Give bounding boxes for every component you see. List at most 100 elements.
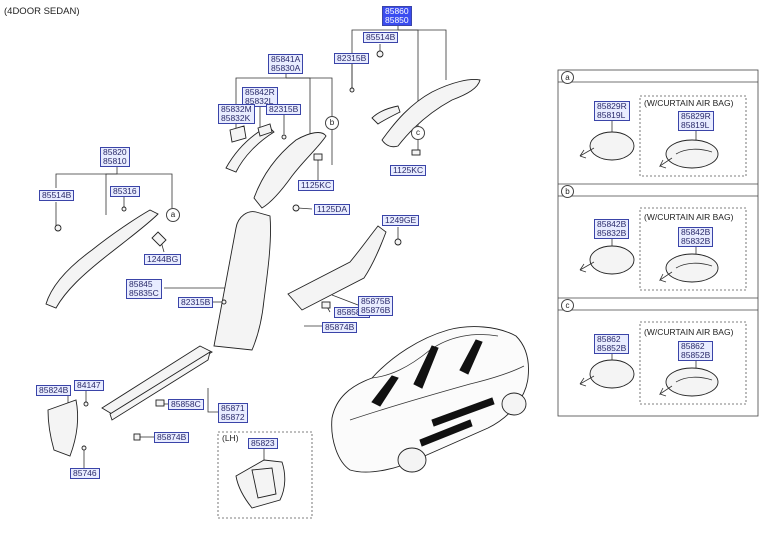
lh-label: (LH) <box>222 433 239 443</box>
callout-85514b-top[interactable]: 85514B <box>363 32 399 43</box>
diagram-title: (4DOOR SEDAN) <box>4 6 80 17</box>
part-lh-trim <box>235 459 286 509</box>
panel-a-caption: (W/CURTAIN AIR BAG) <box>644 98 734 108</box>
callout-text: 85862 <box>597 334 621 344</box>
callout-1244bg[interactable]: 1244BG <box>144 254 182 265</box>
callout-85514b-left[interactable]: 85514B <box>39 190 75 201</box>
callout-text: 82315B <box>269 104 299 114</box>
part-rear-door-scuff <box>287 225 402 311</box>
marker-b[interactable]: b <box>325 116 339 130</box>
callout-85746[interactable]: 85746 <box>70 468 100 479</box>
callout-text: 85832L <box>245 96 274 106</box>
panel-c-tag: c <box>561 299 574 312</box>
callout-85824b[interactable]: 85824B <box>36 385 72 396</box>
callout-text: 85823 <box>251 438 275 448</box>
car-silhouette <box>331 326 529 473</box>
callout-1249ge[interactable]: 1249GE <box>382 215 420 226</box>
callout-text: 85842B <box>597 219 627 229</box>
part-rear-pillar-trim <box>349 50 481 156</box>
callout-text: 1125KC <box>301 180 332 190</box>
callout-1125kc-a[interactable]: 1125KC <box>298 180 335 191</box>
callout-text: 85514B <box>42 190 72 200</box>
callout-text: 85852B <box>681 350 711 360</box>
callout-text: 1125KC <box>393 165 424 175</box>
callout-text: 85819L <box>597 110 626 120</box>
callout-text: 85829R <box>681 111 711 121</box>
callout-82315b-mid[interactable]: 82315B <box>266 104 302 115</box>
callout-text: 85832K <box>221 113 251 123</box>
lh-box <box>217 431 313 519</box>
callout-text: 85824B <box>39 385 69 395</box>
callout-85874b-b[interactable]: 85874B <box>154 432 190 443</box>
callout-text: 85832B <box>681 236 711 246</box>
callout-text: 85316 <box>113 186 137 196</box>
callout-text: 85871 <box>221 403 245 413</box>
callout-text: 85835C <box>129 288 159 298</box>
callout-text: 85820 <box>103 147 127 157</box>
callout-text: 85832B <box>597 228 627 238</box>
callout-text: 85876B <box>361 305 391 315</box>
callout-text: 1244BG <box>147 254 179 264</box>
callout-text: 85874B <box>157 432 187 442</box>
panel-c-caption: (W/CURTAIN AIR BAG) <box>644 327 734 337</box>
callout-text: 85829R <box>597 101 627 111</box>
marker-c[interactable]: c <box>411 126 425 140</box>
callout-text: 85858C <box>337 307 367 317</box>
callout-text: 82315B <box>337 53 367 63</box>
marker-a[interactable]: a <box>166 208 180 222</box>
part-cowl-side-trim <box>47 399 89 457</box>
callout-1125da[interactable]: 1125DA <box>314 204 351 215</box>
callout-text: 1125DA <box>317 204 348 214</box>
callout-text: 85832M <box>221 104 252 114</box>
part-center-pillar-lower <box>213 204 300 351</box>
callout-text: 85860 <box>385 6 409 16</box>
part-center-pillar-upper <box>225 123 327 209</box>
callout-text: 85852B <box>597 343 627 353</box>
part-front-pillar-trim <box>45 206 167 309</box>
callout-text: 85858C <box>171 399 201 409</box>
callout-text: 85841A <box>271 54 301 64</box>
callout-82315b-low[interactable]: 82315B <box>178 297 214 308</box>
callout-text: 85875B <box>361 296 391 306</box>
callout-text: 85842R <box>245 87 275 97</box>
part-front-door-scuff <box>101 345 213 441</box>
callout-text: 85810 <box>103 156 127 166</box>
panel-a-tag: a <box>561 71 574 84</box>
callout-text: 85862 <box>681 341 705 351</box>
callout-85316[interactable]: 85316 <box>110 186 140 197</box>
callout-84147[interactable]: 84147 <box>74 380 104 391</box>
callout-1125kc-b[interactable]: 1125KC <box>390 165 427 176</box>
callout-85858c-b[interactable]: 85858C <box>168 399 204 410</box>
callout-text: 85830A <box>271 63 301 73</box>
callout-text: 82315B <box>181 297 211 307</box>
callout-85874b-a[interactable]: 85874B <box>322 322 358 333</box>
callout-text: 85746 <box>73 468 97 478</box>
right-panels <box>557 69 759 417</box>
callout-85823[interactable]: 85823 <box>248 438 278 449</box>
panel-b-caption: (W/CURTAIN AIR BAG) <box>644 212 734 222</box>
callout-text: 85850 <box>385 15 409 25</box>
callout-text: 84147 <box>77 380 101 390</box>
callout-text: 85872 <box>221 412 245 422</box>
callout-82315b-top[interactable]: 82315B <box>334 53 370 64</box>
panel-b-tag: b <box>561 185 574 198</box>
callout-text: 85819L <box>681 120 710 130</box>
callout-text: 85845 <box>129 279 153 289</box>
callout-text: 85842B <box>681 227 711 237</box>
